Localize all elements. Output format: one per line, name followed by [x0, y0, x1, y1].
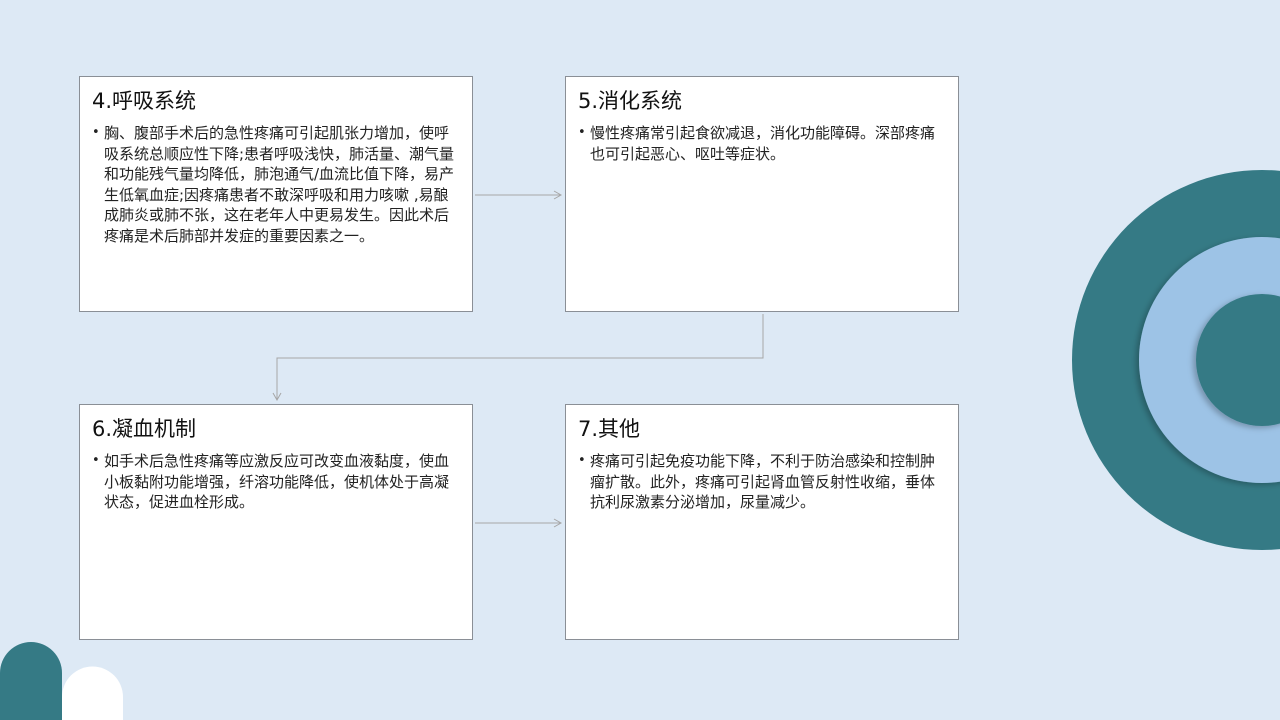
arrow-5-to-6 [272, 314, 764, 402]
card-bullet-item: 慢性疼痛常引起食欲减退，消化功能障碍。深部疼痛也可引起恶心、呕吐等症状。 [578, 123, 946, 164]
card-digestive-system: 5.消化系统 慢性疼痛常引起食欲减退，消化功能障碍。深部疼痛也可引起恶心、呕吐等… [565, 76, 959, 312]
card-bullet-item: 疼痛可引起免疫功能下降，不利于防治感染和控制肿瘤扩散。此外，疼痛可引起肾血管反射… [578, 451, 946, 513]
card-title: 6.凝血机制 [92, 417, 197, 441]
card-bullet-item: 如手术后急性疼痛等应激反应可改变血液黏度，使血小板黏附功能增强，纤溶功能降低，使… [92, 451, 460, 513]
card-title: 7.其他 [578, 417, 641, 441]
card-bullet-item: 胸、腹部手术后的急性疼痛可引起肌张力增加，使呼吸系统总顺应性下降;患者呼吸浅快，… [92, 123, 460, 246]
arrow-4-to-5 [475, 190, 563, 200]
card-other-effects: 7.其他 疼痛可引起免疫功能下降，不利于防治感染和控制肿瘤扩散。此外，疼痛可引起… [565, 404, 959, 640]
arrow-6-to-7 [475, 518, 563, 528]
card-respiratory-system: 4.呼吸系统 胸、腹部手术后的急性疼痛可引起肌张力增加，使呼吸系统总顺应性下降;… [79, 76, 473, 312]
flow-connectors [272, 190, 764, 528]
card-bullet-list: 慢性疼痛常引起食欲减退，消化功能障碍。深部疼痛也可引起恶心、呕吐等症状。 [578, 123, 946, 164]
card-bullet-list: 如手术后急性疼痛等应激反应可改变血液黏度，使血小板黏附功能增强，纤溶功能降低，使… [92, 451, 460, 513]
bottom-left-pill-decoration [0, 642, 123, 720]
card-title: 4.呼吸系统 [92, 89, 197, 113]
card-title: 5.消化系统 [578, 89, 683, 113]
card-bullet-list: 胸、腹部手术后的急性疼痛可引起肌张力增加，使呼吸系统总顺应性下降;患者呼吸浅快，… [92, 123, 460, 246]
concentric-rings-decoration [1072, 170, 1280, 550]
card-bullet-list: 疼痛可引起免疫功能下降，不利于防治感染和控制肿瘤扩散。此外，疼痛可引起肾血管反射… [578, 451, 946, 513]
card-coagulation-mechanism: 6.凝血机制 如手术后急性疼痛等应激反应可改变血液黏度，使血小板黏附功能增强，纤… [79, 404, 473, 640]
